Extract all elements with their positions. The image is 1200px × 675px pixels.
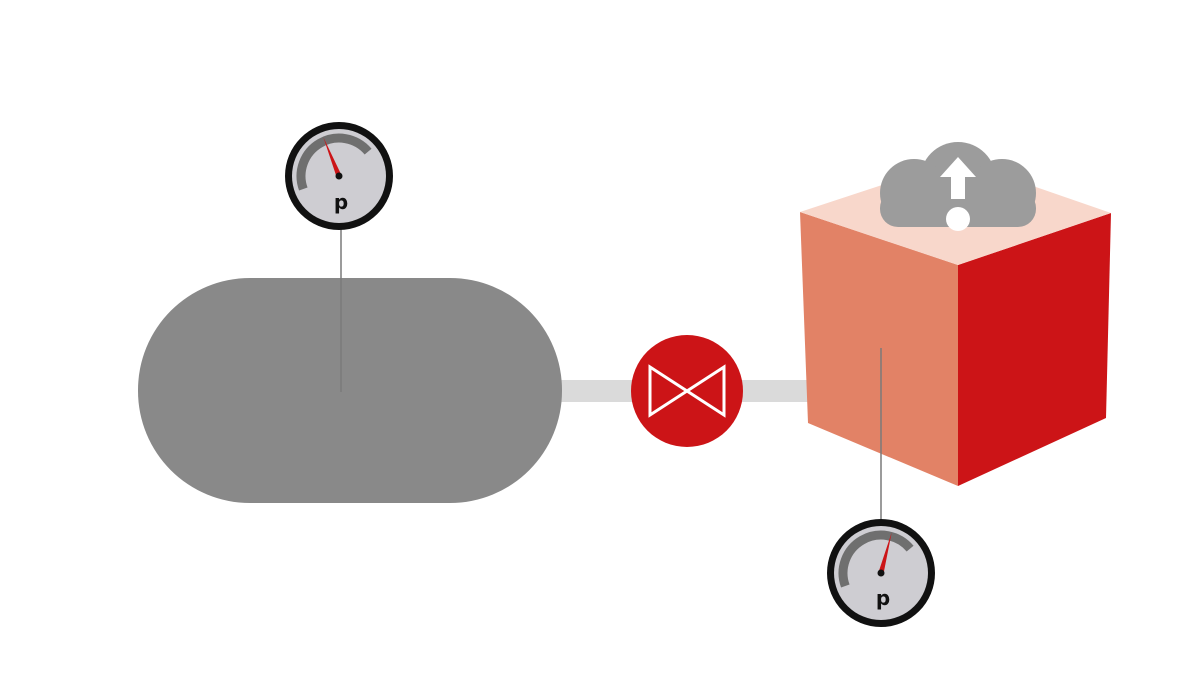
cloud-upload-alert-icon [880, 142, 1036, 231]
bowtie-valve-icon [648, 364, 726, 418]
valve[interactable] [631, 335, 743, 447]
box-front-face [800, 212, 958, 486]
alert-dot-icon [946, 207, 970, 231]
box-pressure-gauge: p [827, 519, 935, 627]
box-side-face [958, 213, 1111, 486]
upload-arrow-icon [940, 157, 976, 199]
tank-pressure-gauge: p [285, 122, 393, 230]
pressure-vessel-icon [138, 278, 562, 503]
gauge-label: p [876, 586, 890, 610]
gauge-scale-arc [838, 530, 914, 588]
gauge-label: p [334, 190, 348, 214]
gauge-needle-icon [878, 532, 892, 574]
gauge-scale-arc [296, 133, 372, 191]
gauge-needle-icon [323, 137, 342, 177]
